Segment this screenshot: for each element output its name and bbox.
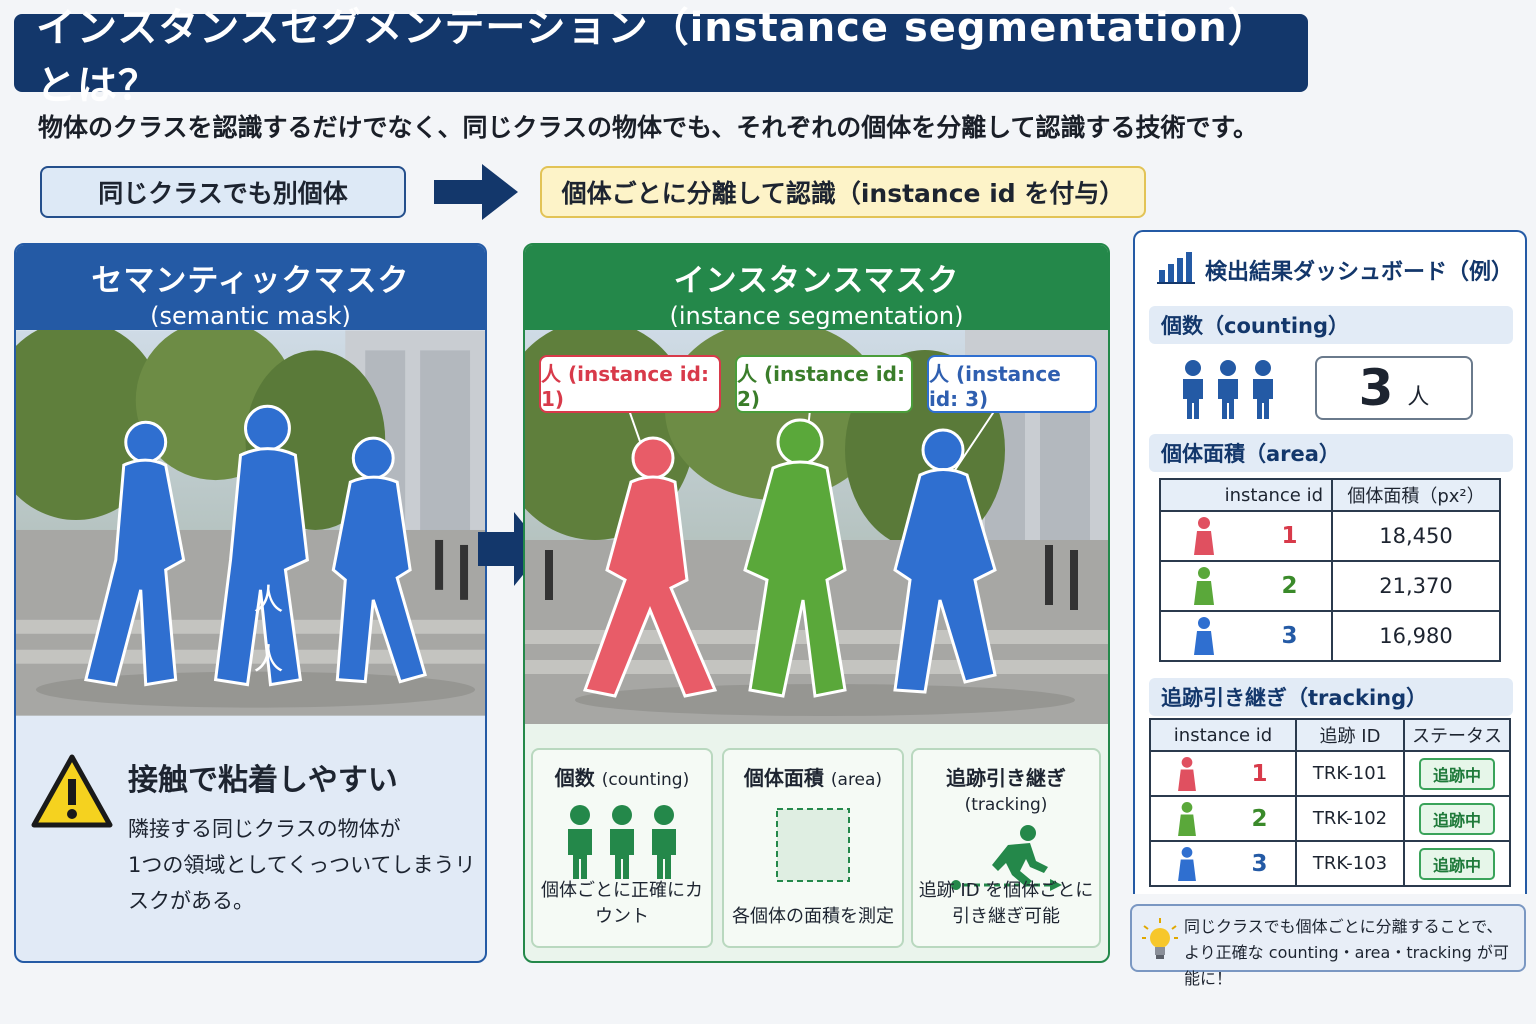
tip-line-2: より正確な counting・area・tracking が可能に！ [1184,943,1509,988]
count-value-box: 3 人 [1315,356,1473,420]
track-header-status: ステータス [1403,718,1511,752]
semantic-title: セマンティックマスク [91,263,410,299]
table-row: 3 TRK-103 追跡中 [1149,840,1511,887]
area-section-header: 個体面積（area） [1149,434,1513,472]
dashboard-title: 検出結果ダッシュボード（例） [1205,260,1514,285]
instance-mask-panel: インスタンスマスク (instance segmentation) [523,243,1110,963]
warning-title: 接触で粘着しやすい [128,763,398,798]
instance-id-label: 個体ごとに分離して認識（instance id を付与） [540,166,1146,218]
person-icon [1194,567,1215,605]
area-header-id: instance id [1159,478,1333,512]
tracking-table: instance id 追跡 ID ステータス 1 TRK-101 追跡中 2 … [1149,718,1511,887]
table-row: 1 TRK-101 追跡中 [1149,750,1511,797]
warning-icon [31,754,113,828]
person-icon [1178,846,1197,881]
dashboard-panel: 検出結果ダッシュボード（例） 個数（counting） 3 人 個体面積（are… [1133,230,1527,894]
tracking-card-caption: 追跡 ID を個体ごとに 引き継ぎ可能 [918,880,1094,927]
running-person-icon [951,825,1062,891]
tracking-section-header: 追跡引き継ぎ（tracking） [1149,678,1513,716]
same-class-label: 同じクラスでも別個体 [40,166,406,218]
semantic-subtitle: (semantic mask) [150,302,351,330]
table-row: 2 21,370 [1159,560,1501,612]
track-row-id: 3 [1251,850,1268,877]
semantic-scene-image: 人 人 [16,330,485,716]
tip-text: 同じクラスでも個体ごとに分離することで、 より正確な counting・area… [1184,914,1524,992]
status-badge: 追跡中 [1418,757,1495,790]
instance-subtitle: (instance segmentation) [669,302,964,330]
track-header-id: instance id [1149,718,1297,752]
instance-id-label-2: 人 (instance id: 2) [735,355,913,413]
people-icon [1183,360,1273,419]
warning-text: 隣接する同じクラスの物体が 1つの領域としてくっついてしまうリスクがある。 [128,811,485,919]
person-icon [1194,617,1215,655]
person-icon [1194,517,1215,555]
status-badge: 追跡中 [1418,847,1495,880]
counting-card: 個数 (counting) 個体ごとに正確にカウント [531,748,713,948]
tip-box: 同じクラスでも個体ごとに分離することで、 より正確な counting・area… [1130,904,1526,988]
instance-mask-2 [743,418,847,698]
counting-card-title: 個数 (counting) [554,766,690,790]
instance-title: インスタンスマスク [673,263,960,299]
semantic-overlay-label-1: 人 [253,583,283,618]
right-arrow-icon [434,164,518,220]
area-row-id: 3 [1281,623,1298,649]
page-subtitle: 物体のクラスを認識するだけでなく、同じクラスの物体でも、それぞれの個体を分離して… [38,113,1259,142]
instance-id-label-3: 人 (instance id: 3) [927,355,1097,413]
instance-mask-3 [893,428,997,694]
table-row: 3 16,980 [1159,610,1501,662]
track-row-id: 2 [1251,805,1268,832]
semantic-mask-panel: セマンティックマスク (semantic mask) 人 人 [14,243,487,963]
status-badge: 追跡中 [1418,802,1495,835]
instance-mask-1 [582,436,718,698]
counting-card-caption: 個体ごとに正確にカウント [541,880,703,927]
warning-line-2: 1つの領域としてくっついてしまうリスクがある。 [128,853,476,913]
track-row-trk: TRK-102 [1295,795,1405,842]
person-icon [1178,756,1197,791]
area-card-title: 個体面積 (area) [743,766,883,790]
area-row-value: 16,980 [1331,610,1501,662]
area-row-id: 2 [1281,573,1298,599]
person-icon [1178,801,1197,836]
area-card: 個体面積 (area) 各個体の面積を測定 [722,748,904,948]
merged-blue-mask [84,404,427,687]
page-title: インスタンスセグメンテーション（instance segmentation）とは… [14,5,1308,109]
area-table: instance id 個体面積（px²） 1 18,450 2 21,370 … [1159,478,1501,662]
area-row-value: 18,450 [1331,510,1501,562]
track-row-trk: TRK-103 [1295,840,1405,887]
area-row-value: 21,370 [1331,560,1501,612]
tracking-card-title: 追跡引き継ぎ(tracking) [946,766,1066,815]
semantic-panel-header: セマンティックマスク (semantic mask) [16,245,485,330]
track-row-id: 1 [1251,760,1268,787]
instance-id-label-1: 人 (instance id: 1) [539,355,721,413]
area-card-caption: 各個体の面積を測定 [732,906,894,927]
tip-line-1: 同じクラスでも個体ごとに分離することで、 [1184,917,1503,936]
tracking-card: 追跡引き継ぎ(tracking) 追跡 ID を個体ごとに 引き継ぎ可能 [911,748,1101,948]
count-value: 3 [1358,359,1394,417]
track-row-trk: TRK-101 [1295,750,1405,797]
bar-chart-icon [1157,252,1195,284]
area-square-icon [776,808,850,882]
area-header-area: 個体面積（px²） [1331,478,1501,512]
table-row: 1 18,450 [1159,510,1501,562]
people-icon [568,805,676,879]
track-header-track: 追跡 ID [1295,718,1405,752]
warning-line-1: 隣接する同じクラスの物体が [128,817,401,841]
table-row: 2 TRK-102 追跡中 [1149,795,1511,842]
lightbulb-icon [1142,918,1178,959]
count-section-header: 個数（counting） [1149,306,1513,344]
semantic-overlay-label-2: 人 [253,643,283,678]
instance-panel-header: インスタンスマスク (instance segmentation) [525,245,1108,330]
count-unit: 人 [1407,385,1430,410]
area-row-id: 1 [1281,523,1298,549]
